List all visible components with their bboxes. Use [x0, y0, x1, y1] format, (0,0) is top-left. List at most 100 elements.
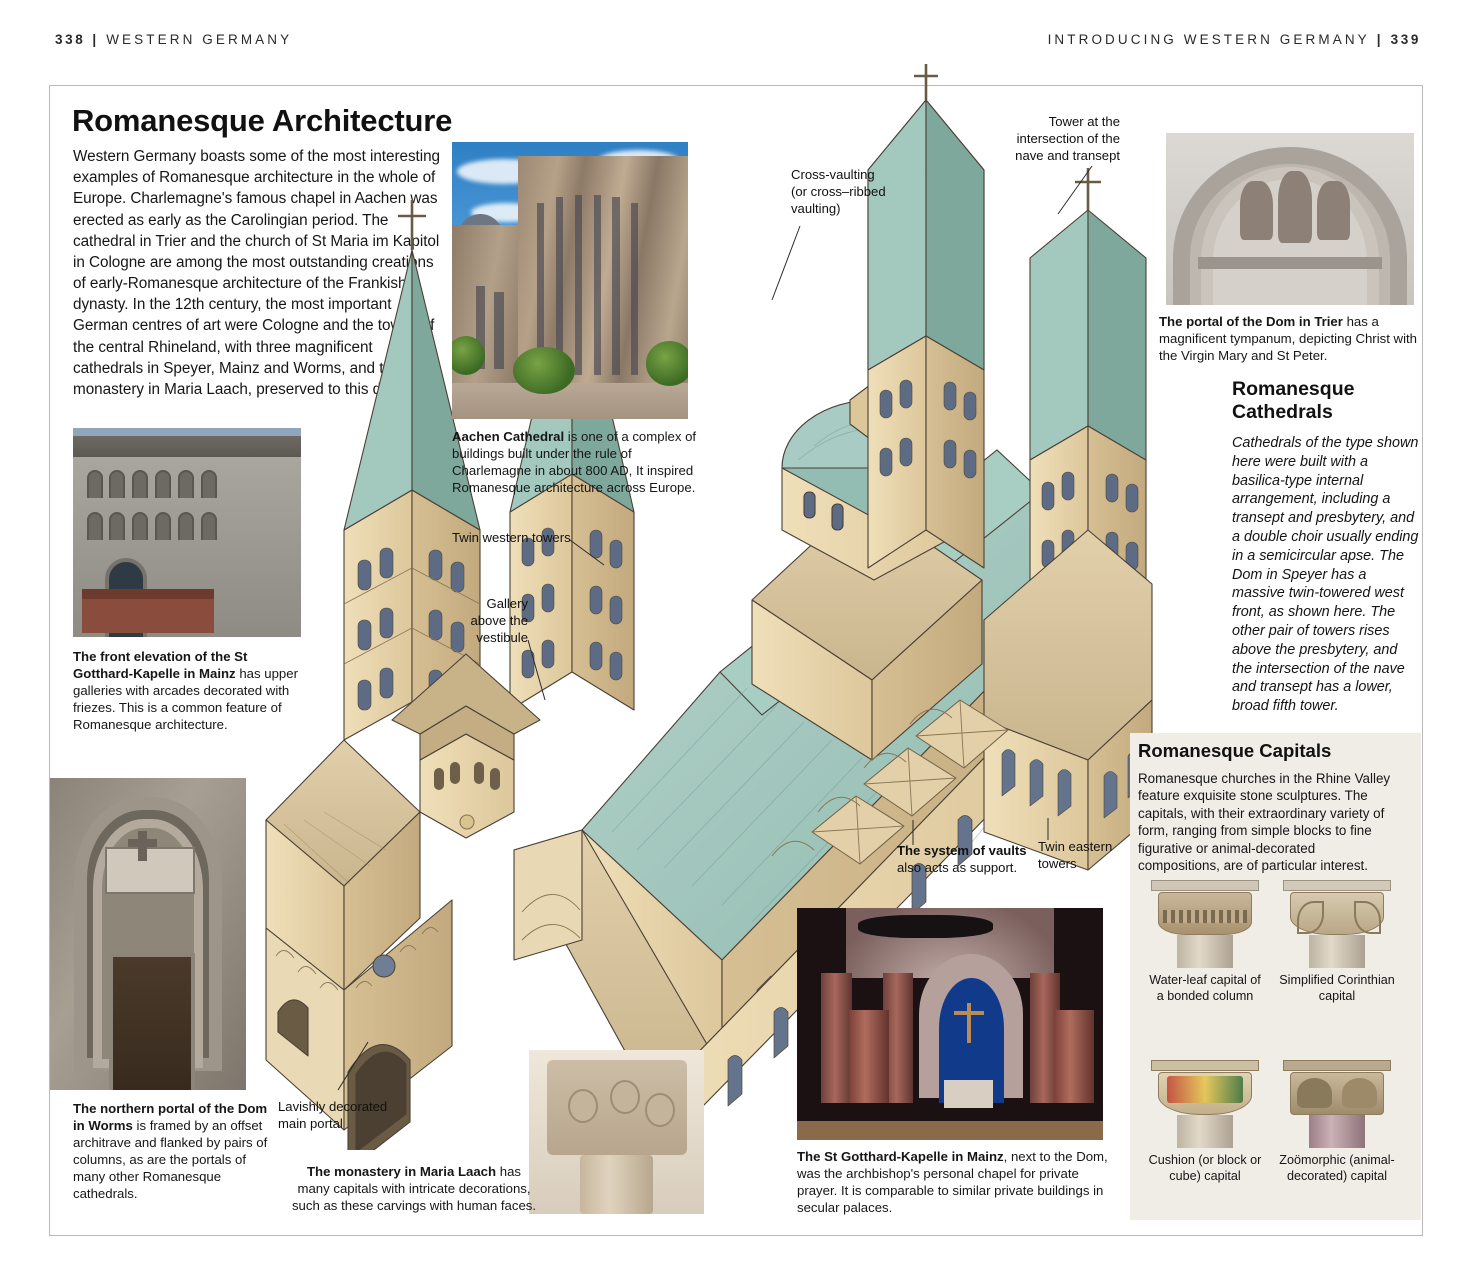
romanesque-capitals-body: Romanesque churches in the Rhine Valley …: [1138, 771, 1391, 874]
window-strip: [631, 202, 639, 375]
christ-figure: [1277, 170, 1313, 244]
column-shaft: [579, 1154, 654, 1214]
carved-frieze: [1162, 910, 1248, 923]
carved-face: [609, 1079, 640, 1114]
maria-laach-caption-text: has many capitals with intricate decorat…: [291, 1164, 537, 1214]
speyer-cathedral-illustration: [252, 60, 1182, 1150]
mainz-front-caption-bold: The front elevation of the St Gotthard-K…: [73, 649, 248, 682]
worms-caption-text: is framed by an offset architrave and fl…: [73, 1118, 268, 1202]
annotation-system-of-vaults: The system of vaults also acts as suppor…: [897, 842, 1057, 876]
trier-caption-bold: The portal of the Dom in Trier: [1159, 314, 1343, 329]
painted-decoration: [1167, 1076, 1243, 1103]
wall-pier: [849, 1010, 889, 1103]
tree: [452, 335, 486, 375]
abacus: [1282, 879, 1392, 892]
annotation-twin-eastern-towers: Twin eastern towers: [1038, 839, 1113, 872]
worms-portal-photo: [50, 778, 246, 1090]
trier-portal-photo: [1166, 133, 1414, 305]
maria-laach-capital-photo: [529, 1050, 704, 1214]
annotation-system-of-vaults-text: also acts as support.: [897, 860, 1018, 876]
page-border-rule: [49, 85, 1423, 1236]
annotation-gallery-above-vestibule: Gallery above the vestibule: [470, 596, 528, 646]
chandelier: [858, 914, 993, 939]
annotation-main-portal: Lavishly decorated main portal: [278, 1099, 388, 1132]
tree: [513, 346, 575, 395]
window-strip: [574, 194, 582, 375]
romanesque-cathedrals-heading: Romanesque Cathedrals: [1232, 378, 1355, 423]
gallery-arch: [155, 469, 172, 498]
mainz-interior-caption-text: , next to the Dom, was the archbishop's …: [797, 1149, 1108, 1216]
window-strip: [555, 197, 563, 375]
page-title: Romanesque Architecture: [72, 103, 453, 138]
running-head-separator-right: |: [1376, 32, 1384, 47]
intro-paragraph: Western Germany boasts some of the most …: [73, 148, 441, 398]
gallery-arch: [177, 469, 194, 498]
gallery-arch: [177, 511, 194, 540]
capital-figure-zoomorphic: Zoömorphic (animal-decorated) capital: [1278, 1058, 1396, 1184]
romanesque-cathedrals-body: Cathedrals of the type shown here were b…: [1232, 435, 1419, 715]
worms-portal-caption: The northern portal of the Dom in Worms …: [73, 1100, 273, 1202]
page-number-right: 339: [1390, 32, 1421, 47]
plaza: [452, 383, 688, 419]
running-head-left: 338 | WESTERN GERMANY: [55, 32, 292, 47]
romanesque-capitals-heading: Romanesque Capitals: [1138, 740, 1332, 761]
annotation-twin-western-towers: Twin western towers: [452, 530, 571, 545]
aachen-cathedral-photo: [452, 142, 688, 419]
carved-face: [644, 1092, 675, 1127]
gallery-arch: [132, 469, 149, 498]
window-strip: [475, 286, 486, 370]
capital-figure-label: Cushion (or block or cube) capital: [1148, 1153, 1262, 1183]
capital-figure-corinthian: Simplified Corinthian capital: [1278, 878, 1396, 1004]
volute-left: [1296, 901, 1325, 935]
maria-laach-caption: The monastery in Maria Laach has many ca…: [290, 1163, 538, 1214]
worms-caption-bold: The northern portal of the Dom in Worms: [73, 1101, 268, 1134]
abacus: [1282, 1059, 1392, 1072]
running-head-left-title: WESTERN GERMANY: [106, 32, 293, 47]
shaft: [1176, 934, 1234, 968]
mainz-front-caption-text: has upper galleries with arcades decorat…: [73, 666, 298, 733]
aachen-caption-text: is one of a complex of buildings built u…: [452, 429, 697, 496]
capital-figure-label: Simplified Corinthian capital: [1279, 973, 1395, 1003]
animal-carving: [1296, 1077, 1333, 1109]
virgin-mary-figure: [1240, 181, 1273, 240]
mainz-interior-caption-bold: The St Gotthard-Kapelle in Mainz: [797, 1149, 1004, 1164]
mainz-front-caption: The front elevation of the St Gotthard-K…: [73, 648, 305, 733]
gallery-arch: [200, 469, 217, 498]
gallery-arch: [109, 469, 126, 498]
trier-caption-text: has a magnificent tympanum, depicting Ch…: [1159, 314, 1417, 364]
cross-relief-icon: [128, 831, 158, 862]
window-strip: [593, 194, 601, 375]
capital-figure-label: Zoömorphic (animal-decorated) capital: [1279, 1153, 1395, 1183]
wooden-door: [108, 952, 196, 1090]
annotation-cross-vaulting: Cross-vaulting (or cross–ribbed vaulting…: [791, 167, 886, 217]
gallery-arch: [155, 511, 172, 540]
page-number-left: 338: [55, 32, 86, 47]
tree: [645, 341, 688, 386]
window-strip: [612, 197, 620, 375]
running-head-separator-left: |: [92, 32, 100, 47]
capital-illustration: [1146, 878, 1264, 968]
annotation-crossing-tower: Tower at the intersection of the nave an…: [1015, 114, 1120, 164]
trier-portal-caption: The portal of the Dom in Trier has a mag…: [1159, 313, 1417, 364]
window-strip: [536, 202, 545, 375]
capital-illustration: [1278, 1058, 1396, 1148]
capital-figure-water-leaf: Water-leaf capital of a bonded column: [1146, 878, 1264, 1004]
altar: [943, 1079, 993, 1108]
inscription-plaque: [104, 846, 196, 895]
shopfront: [82, 599, 215, 633]
volute-right: [1353, 901, 1382, 935]
gallery-arch: [200, 511, 217, 540]
running-head-right-title: INTRODUCING WESTERN GERMANY: [1047, 32, 1370, 47]
mainz-front-elevation-photo: [73, 428, 301, 637]
mainz-interior-caption: The St Gotthard-Kapelle in Mainz, next t…: [797, 1148, 1113, 1216]
aachen-caption-bold: Aachen Cathedral: [452, 429, 565, 444]
window-strip: [494, 291, 504, 370]
abacus: [1150, 1059, 1260, 1072]
wall-pier: [1054, 1010, 1094, 1103]
floor: [797, 1121, 1103, 1140]
capital-figure-cushion: Cushion (or block or cube) capital: [1146, 1058, 1264, 1184]
running-head-right: INTRODUCING WESTERN GERMANY | 339: [1048, 32, 1421, 47]
capital-illustration: [1278, 878, 1396, 968]
pier: [821, 972, 853, 1103]
